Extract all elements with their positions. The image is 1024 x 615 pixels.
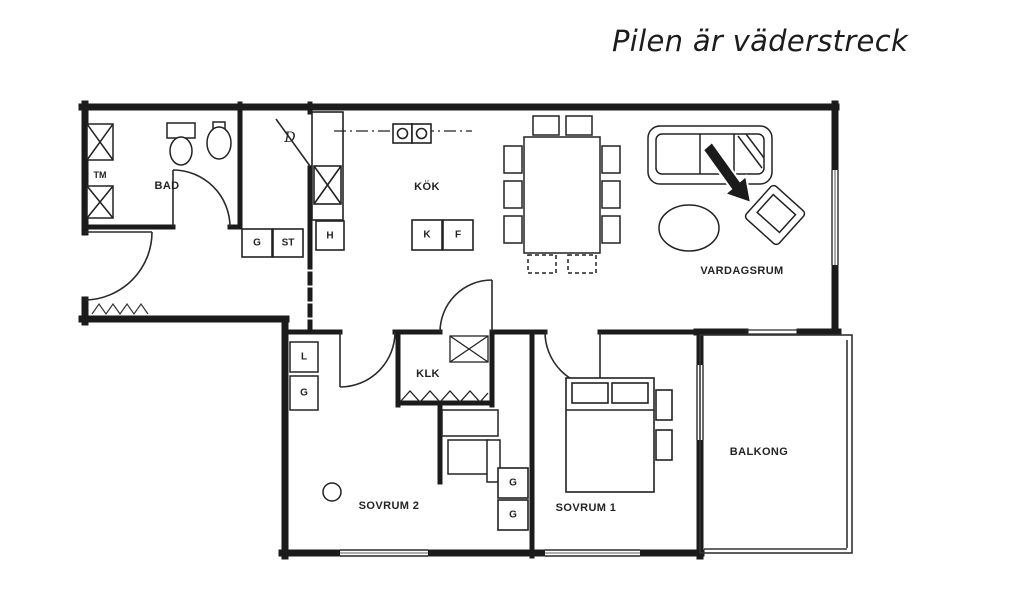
room-label-bad: BAD [154,180,180,192]
armchair [744,184,806,246]
hall-cleaning-st-box [272,228,304,258]
h-cabinet-box [315,220,345,251]
marker-freezer-f: F [454,229,462,241]
wardrobe-g-box-upper [497,467,529,499]
stool [322,482,342,502]
bathroom-fixtures [86,121,232,219]
marker-door-d: D [284,130,296,146]
linen-l-box [289,341,319,373]
room-label-kok: KÖK [414,181,440,193]
coffee-table [658,204,720,252]
marker-wardrobe-g-upper: G [509,477,517,489]
washing-machine [86,123,114,161]
room-label-balkong: BALKONG [729,446,789,458]
toilet [166,122,196,166]
room-label-sovrum1: SOVRUM 1 [555,502,617,514]
kitchen-counter [311,111,344,221]
marker-cleaning-st: ST [281,237,295,249]
livingroom-furniture [647,125,806,252]
entry-coat-rack [91,302,149,316]
bathroom-sink [206,121,232,160]
dining-table [523,136,601,254]
marker-wardrobe-g-hall: G [253,237,261,249]
bedside-tables [655,389,673,461]
room-label-sovrum2: SOVRUM 2 [358,500,420,512]
kitchen-fixtures [241,111,474,258]
sofa [647,125,773,185]
room-label-klk: KLK [416,368,440,380]
marker-h-cabinet: H [326,230,334,242]
marker-wardrobe-g-lower: G [509,509,517,521]
stove [392,123,432,144]
wardrobe-g-box-lower [497,499,529,531]
wardrobe-g-box-sovrum2 [289,375,319,411]
interior-walls [82,101,700,559]
freezer-box [442,219,474,251]
compass-arrow [701,140,753,205]
marker-washing-machine: TM [93,170,107,180]
compass-note: Pilen är väderstreck [612,24,909,58]
balcony-outline [699,334,853,554]
marker-fridge-k: K [423,229,431,241]
door-swings [84,118,800,388]
dryer-unit [86,185,114,219]
bed [565,377,655,493]
fridge-box [411,219,443,251]
dining-furniture [503,115,621,274]
clothes-rail [399,390,489,403]
desk [441,409,501,483]
dining-chairs [503,115,621,274]
marker-linen-l: L [300,351,308,363]
room-label-vardagsrum: VARDAGSRUM [700,265,784,277]
hall-wardrobe-g-box [241,228,273,258]
sovrum1-furniture [497,377,673,531]
sovrum2-furniture [289,341,501,502]
klk-shelf [449,335,489,363]
marker-wardrobe-g-sovrum2: G [300,387,308,399]
klk-fixtures [399,335,489,403]
